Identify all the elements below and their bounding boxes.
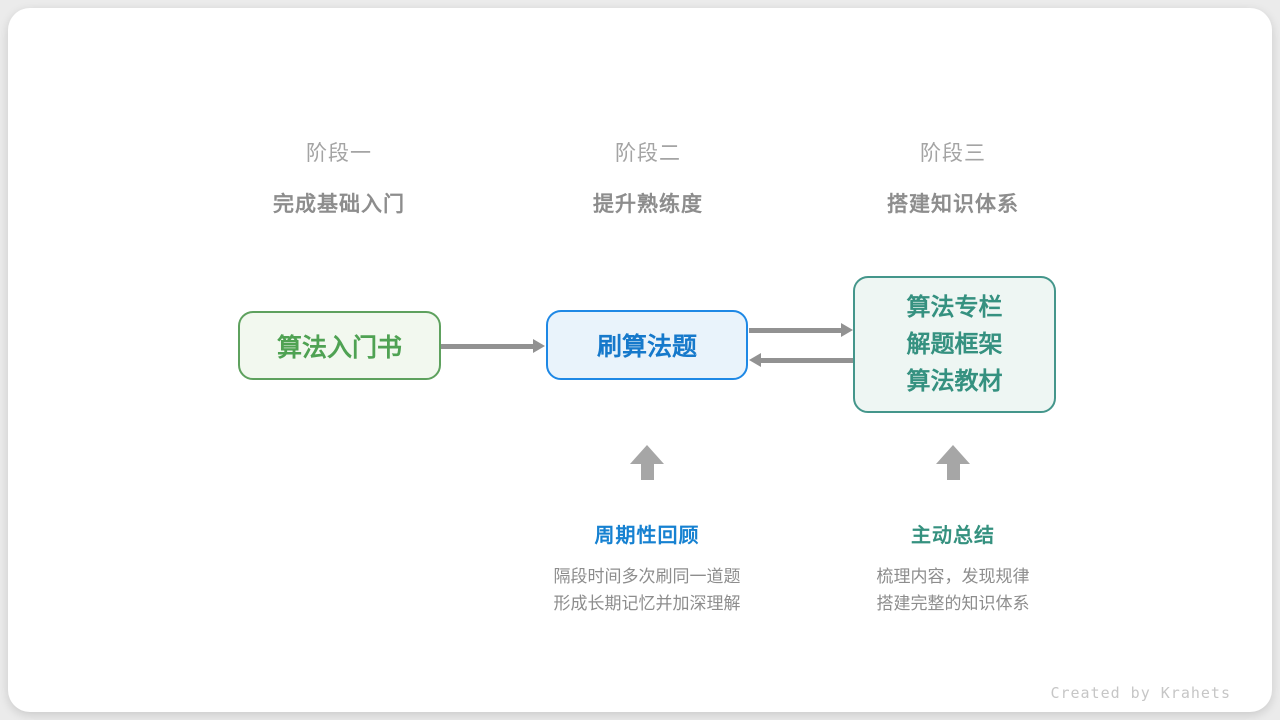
stage-2-label: 阶段二 [615, 142, 681, 165]
annotation-summarize: 主动总结 梳理内容，发现规律 搭建完整的知识体系 [877, 519, 1030, 617]
stage-1-subtitle: 完成基础入门 [273, 193, 405, 216]
arrow-head-left-icon [749, 353, 761, 367]
up-arrow-stem [946, 464, 960, 480]
diagram-card: 阶段一 完成基础入门 阶段二 提升熟练度 阶段三 搭建知识体系 算法入门书 刷算… [8, 8, 1272, 712]
annotation-summarize-desc-line-2: 搭建完整的知识体系 [876, 594, 1030, 613]
arrow-head-right-icon [841, 323, 853, 337]
up-arrow-icon [936, 445, 970, 480]
stage-2-header: 阶段二 提升熟练度 [593, 137, 703, 218]
arrow-right-icon [441, 339, 545, 353]
annotation-review-desc: 隔段时间多次刷同一道题 形成长期记忆并加深理解 [554, 563, 741, 617]
up-arrow-icon [630, 445, 664, 480]
arrow-shaft [441, 343, 533, 349]
credit-text: Created by Krahets [1050, 684, 1231, 702]
arrow-head-right-icon [533, 339, 545, 353]
annotation-review-title: 周期性回顾 [594, 525, 700, 547]
stage-3-subtitle: 搭建知识体系 [887, 193, 1019, 216]
annotation-review-desc-line-2: 形成长期记忆并加深理解 [553, 594, 741, 613]
node-intro-book: 算法入门书 [238, 311, 441, 380]
node-practice-label: 刷算法题 [596, 333, 697, 361]
stage-1-label: 阶段一 [306, 142, 372, 165]
annotation-review: 周期性回顾 隔段时间多次刷同一道题 形成长期记忆并加深理解 [554, 519, 741, 617]
node-resources-line-3: 算法教材 [906, 368, 1003, 395]
stage-1-header: 阶段一 完成基础入门 [273, 137, 405, 218]
arrow-shaft [749, 327, 841, 333]
up-arrow-stem [640, 464, 654, 480]
annotation-review-desc-line-1: 隔段时间多次刷同一道题 [553, 567, 741, 586]
node-resources-line-1: 算法专栏 [906, 294, 1003, 321]
node-practice: 刷算法题 [546, 310, 748, 380]
annotation-summarize-desc-line-1: 梳理内容，发现规律 [876, 567, 1030, 586]
arrow-shaft [761, 357, 853, 363]
node-resources-line-2: 解题框架 [906, 331, 1003, 358]
stage-3-header: 阶段三 搭建知识体系 [887, 137, 1019, 218]
stage-2-subtitle: 提升熟练度 [593, 193, 703, 216]
arrow-left-icon [749, 353, 853, 367]
node-resources: 算法专栏 解题框架 算法教材 [853, 276, 1056, 413]
node-intro-book-label: 算法入门书 [276, 333, 402, 362]
annotation-summarize-title: 主动总结 [911, 525, 995, 547]
up-arrow-head [630, 445, 664, 464]
arrow-right-icon [749, 323, 853, 337]
annotation-summarize-desc: 梳理内容，发现规律 搭建完整的知识体系 [877, 563, 1030, 617]
stage-3-label: 阶段三 [920, 142, 986, 165]
up-arrow-head [936, 445, 970, 464]
